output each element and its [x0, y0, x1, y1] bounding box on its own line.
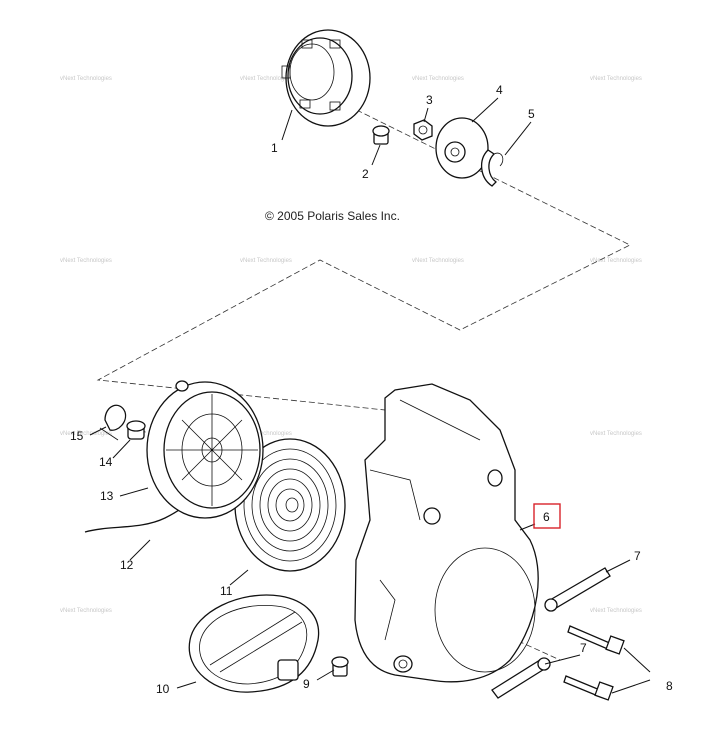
watermark: vNext Technologies — [60, 431, 112, 437]
callout-13: 13 — [100, 489, 114, 503]
part-6-recoil-housing — [354, 383, 539, 683]
watermark: vNext Technologies — [590, 431, 642, 437]
callout-10: 10 — [156, 682, 170, 696]
callout-15: 15 — [70, 429, 84, 443]
part-14-pawl — [126, 420, 146, 440]
callout-7-upper: 7 — [634, 549, 641, 563]
watermarks: vNext Technologies vNext Technologies vN… — [60, 76, 642, 614]
part-7-pin-upper — [544, 567, 611, 612]
part-9-bolt — [331, 656, 349, 677]
callout-9: 9 — [303, 677, 310, 691]
part-8-bolt-lower — [563, 675, 614, 701]
part-5-circlip — [481, 149, 504, 187]
watermark: vNext Technologies — [60, 76, 112, 82]
watermark: vNext Technologies — [240, 76, 292, 82]
part-3-nut — [413, 119, 433, 141]
part-10-starter-handle — [188, 594, 320, 693]
watermark: vNext Technologies — [590, 608, 642, 614]
part-15-clip — [99, 404, 127, 441]
callout-7-lower: 7 — [580, 641, 587, 655]
watermark: vNext Technologies — [590, 76, 642, 82]
callout-14: 14 — [99, 455, 113, 469]
callout-6: 6 — [543, 510, 550, 524]
watermark: vNext Technologies — [60, 258, 112, 264]
watermark: vNext Technologies — [412, 76, 464, 82]
copyright-notice: © 2005 Polaris Sales Inc. — [265, 209, 400, 223]
watermark: vNext Technologies — [240, 258, 292, 264]
callouts: 1 2 3 4 5 6 7 7 8 9 10 11 12 13 14 15 — [70, 83, 673, 696]
callout-6-highlight-box — [533, 503, 561, 529]
callout-2: 2 — [362, 167, 369, 181]
callout-12: 12 — [120, 558, 134, 572]
callout-3: 3 — [426, 93, 433, 107]
callout-1: 1 — [271, 141, 278, 155]
watermark: vNext Technologies — [590, 258, 642, 264]
part-4-pulley — [435, 117, 489, 179]
callout-11: 11 — [220, 584, 233, 598]
part-8-bolt-upper — [567, 625, 625, 655]
watermark: vNext Technologies — [240, 431, 292, 437]
callout-4: 4 — [496, 83, 503, 97]
callout-8: 8 — [666, 679, 673, 693]
leader-lines — [89, 97, 651, 694]
part-7-pin-lower — [491, 657, 551, 699]
part-13-starter-pulley — [146, 380, 264, 519]
part-2-bolt — [372, 125, 390, 145]
part-1-starter-cup — [281, 29, 371, 127]
part-11-recoil-spring — [234, 438, 346, 572]
watermark: vNext Technologies — [412, 258, 464, 264]
watermark: vNext Technologies — [60, 608, 112, 614]
callout-5: 5 — [528, 107, 535, 121]
